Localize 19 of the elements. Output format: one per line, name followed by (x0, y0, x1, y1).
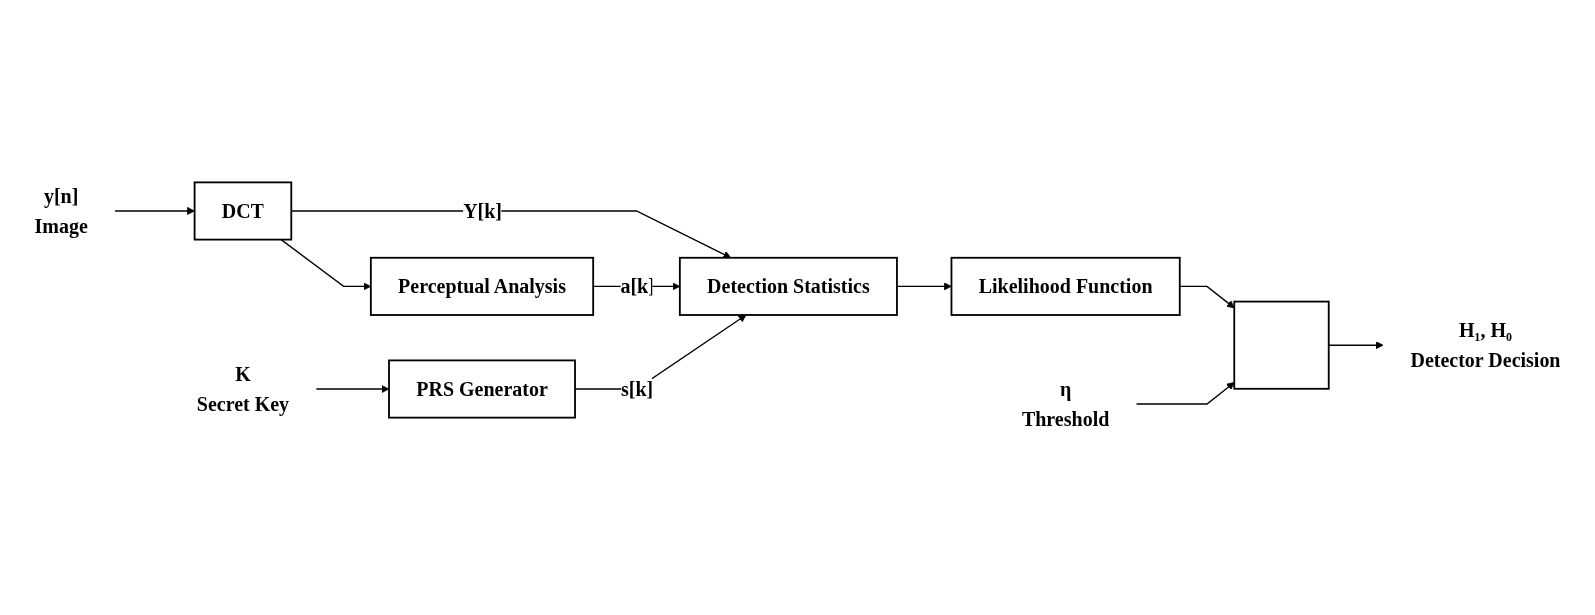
node-text: K Secret Key (196, 362, 290, 416)
node-box: Perceptual Analysis (369, 256, 595, 316)
edge-label: a[k] (620, 275, 654, 298)
arrow (1135, 382, 1235, 405)
node-text: y[n] Image (34, 184, 88, 238)
arrow (315, 385, 390, 393)
edge-label: Y[k] (463, 199, 502, 223)
arrow (114, 207, 195, 215)
node-box: PRS Generator (388, 359, 576, 419)
node-box (1233, 300, 1330, 390)
node-text: η Threshold (1021, 377, 1110, 431)
node-text: H₁, H₀ Detector Decision (1410, 318, 1561, 372)
arrow (896, 282, 952, 291)
arrow (1179, 285, 1235, 309)
edge-label: s[k] (620, 377, 654, 401)
node-box: DCT (193, 181, 293, 241)
arrow (1328, 341, 1384, 350)
node-box: Likelihood Function (950, 256, 1181, 316)
node-box: Detection Statistics (678, 256, 898, 316)
